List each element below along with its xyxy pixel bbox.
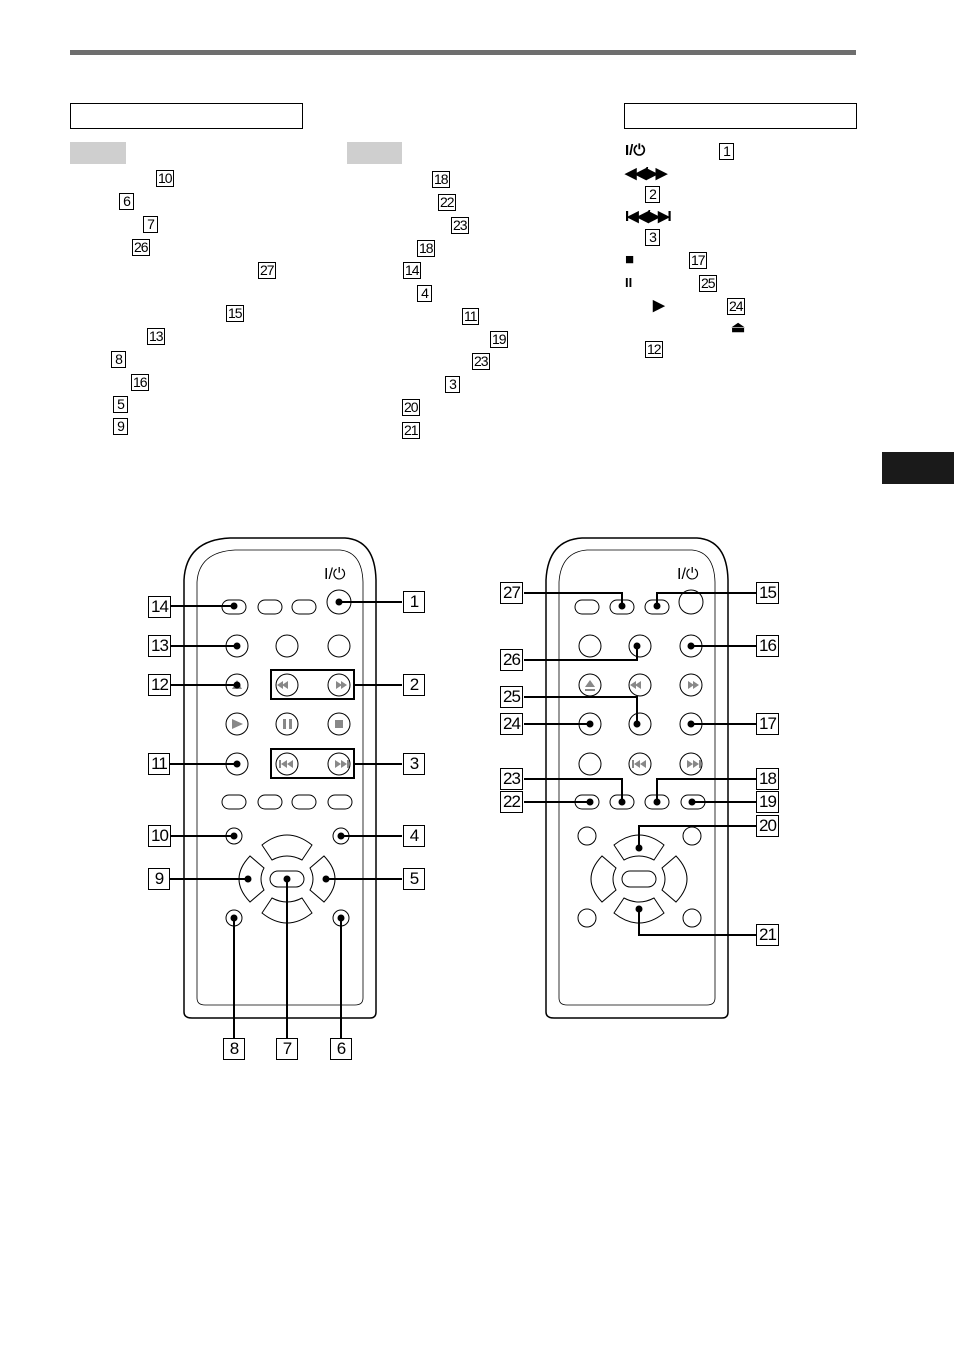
play-symbol: ▶ — [653, 297, 665, 314]
right-list-num: 3 — [645, 229, 660, 246]
callout: 7 — [276, 1038, 298, 1060]
callout: 16 — [756, 635, 779, 657]
remote-b-power-label: I/⏻ — [677, 566, 699, 583]
callout: 12 — [148, 674, 171, 696]
callout: 25 — [500, 686, 523, 708]
right-list-num: 2 — [645, 186, 660, 203]
list-a-item: 9 — [113, 418, 128, 435]
gray-tab-middle — [347, 142, 402, 164]
section-header-box-right — [624, 103, 857, 129]
list-b-item: 3 — [445, 376, 460, 393]
callout: 5 — [403, 868, 425, 890]
callout: 24 — [500, 713, 523, 735]
callout: 1 — [403, 591, 425, 613]
right-list-num: 25 — [699, 275, 717, 292]
right-list-num: 1 — [719, 143, 734, 160]
pause-symbol: II — [625, 275, 633, 290]
right-list-num: 12 — [645, 341, 663, 358]
callout: 11 — [148, 753, 170, 775]
list-a-item: 16 — [131, 374, 149, 391]
callout: 4 — [403, 825, 425, 847]
callout: 9 — [148, 868, 170, 890]
callout: 6 — [330, 1038, 352, 1060]
callout: 21 — [756, 924, 779, 946]
list-a-item: 27 — [258, 262, 276, 279]
stop-symbol: ■ — [625, 251, 635, 268]
list-b-item: 23 — [472, 353, 490, 370]
callout: 19 — [756, 791, 779, 813]
power-symbol: I/⏻ — [625, 142, 646, 159]
right-list-num: 17 — [689, 252, 707, 269]
side-index-tab — [882, 452, 954, 484]
list-b-item: 23 — [451, 217, 469, 234]
list-a-item: 6 — [119, 193, 134, 210]
callout: 26 — [500, 649, 523, 671]
callout: 23 — [500, 768, 523, 790]
list-a-item: 7 — [143, 216, 158, 233]
callout: 18 — [756, 768, 779, 790]
list-b-item: 21 — [402, 422, 420, 439]
right-list-num: 24 — [727, 298, 745, 315]
callout: 2 — [403, 674, 425, 696]
callout: 13 — [148, 635, 171, 657]
callout: 8 — [223, 1038, 245, 1060]
top-rule — [70, 50, 856, 55]
gray-tab-left — [70, 142, 126, 164]
callout: 15 — [756, 582, 779, 604]
list-b-item: 18 — [432, 171, 450, 188]
list-b-item: 19 — [490, 331, 508, 348]
rewind-forward-symbol: ◀◀/▶▶ — [625, 165, 667, 182]
list-a-item: 8 — [111, 351, 126, 368]
list-b-item: 18 — [417, 240, 435, 257]
callout: 10 — [148, 825, 171, 847]
list-a-item: 5 — [113, 396, 128, 413]
eject-symbol: ⏏ — [731, 319, 746, 336]
callout: 27 — [500, 582, 523, 604]
list-b-item: 14 — [403, 262, 421, 279]
section-header-box-left — [70, 103, 303, 129]
list-b-item: 22 — [438, 194, 456, 211]
callout: 17 — [756, 713, 779, 735]
list-a-item: 26 — [132, 239, 150, 256]
callout: 3 — [403, 753, 425, 775]
callout: 22 — [500, 791, 523, 813]
list-b-item: 4 — [417, 285, 432, 302]
list-b-item: 11 — [462, 308, 479, 325]
callout: 14 — [148, 596, 171, 618]
list-a-item: 13 — [147, 328, 165, 345]
remote-a-power-label: I/⏻ — [324, 566, 346, 583]
skip-symbol: I◀◀/▶▶I — [625, 208, 672, 225]
callout: 20 — [756, 815, 779, 837]
list-a-item: 15 — [226, 305, 244, 322]
list-a-item: 10 — [156, 170, 174, 187]
list-b-item: 20 — [402, 399, 420, 416]
